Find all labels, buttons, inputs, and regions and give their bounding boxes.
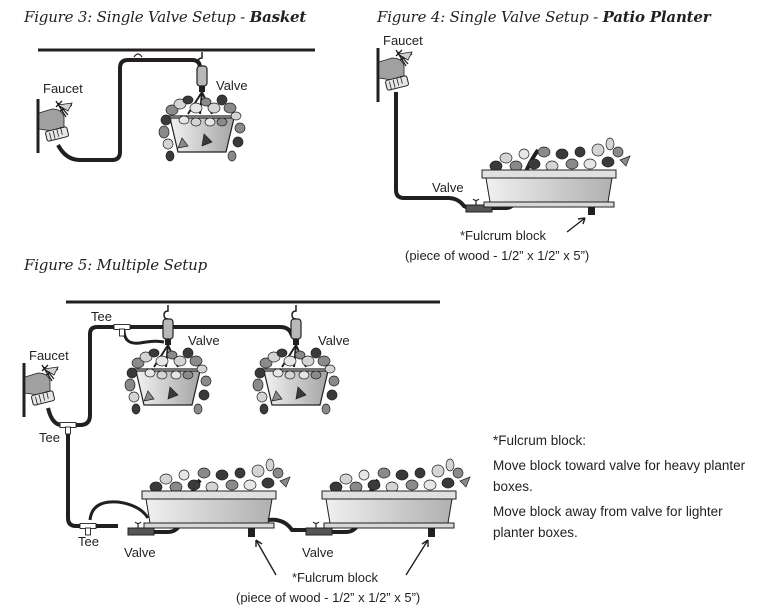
fig5-valve-planter-2-icon (305, 521, 333, 536)
fig4-fulcrum-block (588, 207, 595, 215)
fig3-hanging-basket-icon (158, 51, 246, 162)
fig4-faucet-icon (376, 46, 414, 104)
fig5-tee-top-icon (113, 324, 131, 337)
fig5-valve-planter-1-label: Valve (124, 545, 156, 560)
fig4-fulcrum-label: *Fulcrum block (460, 228, 546, 243)
figure-3-title-text: Figure 3: Single Valve Setup - (24, 8, 250, 26)
fig5-fulcrum-arrow-2 (405, 539, 429, 576)
fig4-fulcrum-arrow (566, 217, 586, 233)
fig3-valve-label: Valve (216, 78, 248, 93)
fulcrum-note-heading: *Fulcrum block: (493, 433, 587, 448)
fig5-fulcrum-block-1 (248, 528, 255, 537)
figure-3-title: Figure 3: Single Valve Setup - Basket (24, 8, 306, 26)
fulcrum-note-line1: Move block toward valve for heavy plante… (493, 458, 746, 494)
fulcrum-note: *Fulcrum block: Move block toward valve … (493, 430, 753, 543)
fig5-fulcrum-arrow-1 (255, 539, 277, 576)
fig5-tee-mid-icon (59, 422, 77, 435)
fig5-fulcrum-block-2 (428, 528, 435, 537)
figure-5-title: Figure 5: Multiple Setup (24, 256, 207, 274)
fig5-valve-planter-1-icon (127, 521, 155, 536)
figure-3-title-bold: Basket (249, 8, 307, 26)
fig5-valve-basket-2-label: Valve (318, 333, 350, 348)
fig5-faucet-icon (22, 361, 60, 419)
fulcrum-note-line2: Move block away from valve for lighter p… (493, 504, 723, 540)
fig5-fulcrum-size-label: (piece of wood - 1/2” x 1/2” x 5”) (236, 590, 421, 605)
figure-3-diagram (36, 48, 315, 162)
fig3-faucet-label: Faucet (43, 81, 83, 96)
fig5-valve-planter-2-label: Valve (302, 545, 334, 560)
fig3-hose (56, 58, 202, 162)
fig5-planter-1-icon (141, 458, 291, 529)
fig4-valve-label: Valve (432, 180, 464, 195)
fig5-faucet-label: Faucet (29, 348, 69, 363)
figure-4-title-bold: Patio Planter (602, 8, 711, 26)
fig4-faucet-label: Faucet (383, 33, 423, 48)
fig5-fulcrum-label: *Fulcrum block (292, 570, 378, 585)
fig4-fulcrum-size-label: (piece of wood - 1/2” x 1/2” x 5”) (405, 248, 590, 263)
fig5-tee-bottom-label: Tee (78, 534, 99, 549)
fig5-drop-hose (66, 428, 118, 528)
fig5-valve-basket-1-label: Valve (188, 333, 220, 348)
fig4-planter-icon (481, 137, 631, 208)
fig5-tee-top-label: Tee (91, 309, 112, 324)
fig5-basket-1-icon (124, 304, 212, 415)
fig5-tee-mid-label: Tee (39, 430, 60, 445)
figure-4-diagram (376, 46, 631, 233)
fig4-valve-icon (465, 198, 493, 213)
figure-5-title-text: Figure 5: Multiple Setup (24, 256, 207, 274)
fig3-faucet-icon (36, 97, 74, 155)
fig5-main-hose (46, 325, 294, 427)
figure-4-title-text: Figure 4: Single Valve Setup - (377, 8, 603, 26)
fig5-basket-2-icon (252, 304, 340, 415)
figure-4-title: Figure 4: Single Valve Setup - Patio Pla… (377, 8, 711, 26)
fig5-planter-2-icon (321, 458, 471, 529)
